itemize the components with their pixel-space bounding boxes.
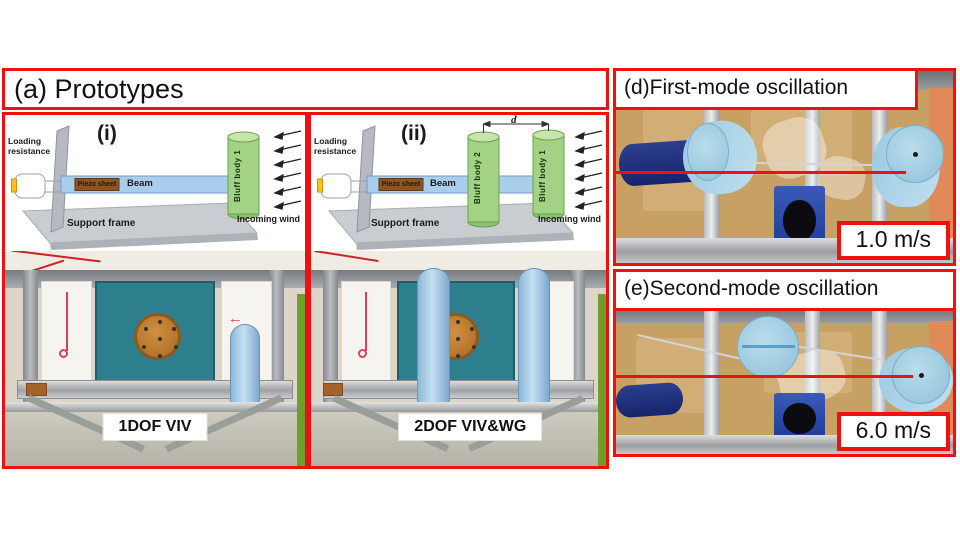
bluff-body-1-face bbox=[885, 124, 944, 183]
panel-first-mode: (d)First-mode oscillation 1.0 m/s bbox=[613, 68, 956, 266]
schematic-2-roman: (ii) bbox=[401, 122, 427, 145]
piezo-sheet-label: Piezo sheet bbox=[381, 181, 421, 188]
mount-hole bbox=[783, 403, 816, 435]
left-white-panel bbox=[340, 281, 391, 385]
panel-d-title: (d)First-mode oscillation bbox=[624, 76, 849, 99]
base-rail bbox=[311, 401, 606, 412]
prototype-panel-2dof: (ii) Loading resistance Piezo sheet Beam… bbox=[308, 112, 609, 469]
prototype-panel-1dof: (i) Loading resistance Piezo sheet Beam … bbox=[2, 112, 308, 469]
foam-seam bbox=[741, 345, 795, 349]
circuit-loop bbox=[317, 173, 379, 199]
bluff-body-1-label: Bluff body 1 bbox=[538, 149, 547, 203]
second-mode-annotation-line bbox=[616, 375, 913, 379]
top-frame-band bbox=[616, 308, 953, 323]
blue-mount-block bbox=[774, 392, 825, 441]
base-rail bbox=[5, 401, 305, 412]
disk-bolts bbox=[158, 337, 162, 342]
schematic-1-roman: (i) bbox=[97, 122, 117, 145]
teal-board bbox=[95, 281, 215, 385]
first-mode-annotation-line bbox=[616, 170, 906, 174]
wind-arrows bbox=[273, 130, 302, 210]
left-white-panel bbox=[41, 281, 92, 385]
aluminum-post bbox=[703, 308, 719, 454]
photo-2dof-viv-wg: ← 2DOF VIV&WG bbox=[311, 251, 606, 466]
bluff-body-2-face bbox=[737, 315, 800, 378]
tunnel-ceiling bbox=[5, 251, 305, 273]
tunnel-ceiling bbox=[311, 251, 606, 273]
incoming-wind-label: Incoming wind bbox=[538, 214, 601, 224]
bluff-body-1-shape bbox=[227, 131, 260, 220]
wind-arrows bbox=[574, 130, 603, 210]
bluff-body-2-shape bbox=[467, 131, 500, 228]
beam-label: Beam bbox=[430, 178, 456, 189]
cardboard-patch bbox=[750, 97, 852, 175]
blue-bluff-cylinder bbox=[230, 324, 260, 415]
green-wall-strip bbox=[598, 294, 606, 466]
base-structure bbox=[311, 394, 606, 466]
bluff-body-1-label: Bluff body 1 bbox=[233, 149, 242, 203]
support-plate bbox=[356, 125, 376, 233]
red-arrow-mark: ← bbox=[227, 310, 243, 328]
aluminum-beam bbox=[322, 380, 595, 400]
piezo-sheet-label: Piezo sheet bbox=[77, 181, 117, 188]
support-frame-edge bbox=[356, 233, 574, 250]
support-frame-edge bbox=[50, 233, 258, 250]
piezo-sheet-shape bbox=[378, 178, 424, 191]
red-marker-line bbox=[364, 292, 367, 351]
photo-1dof-viv: ← 1DOF VIV bbox=[5, 251, 305, 466]
schematic-1dof-drawing bbox=[11, 125, 302, 250]
panel-a-title-box: (a) Prototypes bbox=[2, 68, 609, 110]
gap-distance-label: d bbox=[511, 114, 517, 126]
bluff-body-1-face bbox=[892, 346, 951, 405]
center-dot bbox=[919, 373, 925, 379]
red-marker-bulb bbox=[357, 348, 367, 358]
mount-hole bbox=[783, 200, 816, 241]
panel-second-mode: (e)Second-mode oscillation 6.0 m/s bbox=[613, 269, 956, 457]
incoming-wind-label: Incoming wind bbox=[237, 214, 300, 224]
wooden-disk bbox=[134, 313, 181, 361]
panel-a-title: (a) Prototypes bbox=[14, 73, 184, 104]
red-marker-line bbox=[65, 292, 68, 351]
wind-speed-badge-d: 1.0 m/s bbox=[836, 221, 950, 260]
aluminum-beam bbox=[17, 380, 293, 400]
loading-resistance-label: Loading resistance bbox=[314, 136, 357, 156]
support-frame-label: Support frame bbox=[371, 218, 440, 229]
disk-bolts bbox=[455, 337, 460, 342]
caption-1dof-viv: 1DOF VIV bbox=[103, 414, 207, 441]
support-plate bbox=[50, 125, 70, 233]
beam-label: Beam bbox=[127, 178, 153, 189]
copper-tape bbox=[26, 383, 47, 397]
piezo-sheet-shape bbox=[74, 178, 120, 191]
dark-blue-cylinder bbox=[616, 381, 685, 419]
loading-resistance-label: Loading resistance bbox=[8, 136, 51, 156]
bluff-body-2-label: Bluff body 2 bbox=[473, 151, 482, 205]
schematic-1dof: (i) Loading resistance Piezo sheet Beam … bbox=[5, 115, 305, 251]
center-dot bbox=[912, 151, 918, 157]
green-wall-strip bbox=[297, 294, 305, 466]
red-marker-bulb bbox=[58, 348, 68, 358]
gap-dimension bbox=[482, 120, 550, 133]
panel-e-title-box: (e)Second-mode oscillation bbox=[616, 272, 953, 311]
wind-speed-badge-e: 6.0 m/s bbox=[836, 412, 950, 451]
copper-tape bbox=[322, 383, 344, 397]
caption-2dof-viv-wg: 2DOF VIV&WG bbox=[399, 414, 542, 441]
schematic-2dof-drawing bbox=[317, 120, 603, 250]
support-frame-label: Support frame bbox=[67, 218, 136, 229]
panel-d-title-box: (d)First-mode oscillation bbox=[616, 71, 918, 110]
bluff-body-1-shape bbox=[532, 129, 565, 220]
schematic-2dof: (ii) Loading resistance Piezo sheet Beam… bbox=[311, 114, 606, 251]
panel-e-title: (e)Second-mode oscillation bbox=[624, 277, 879, 300]
